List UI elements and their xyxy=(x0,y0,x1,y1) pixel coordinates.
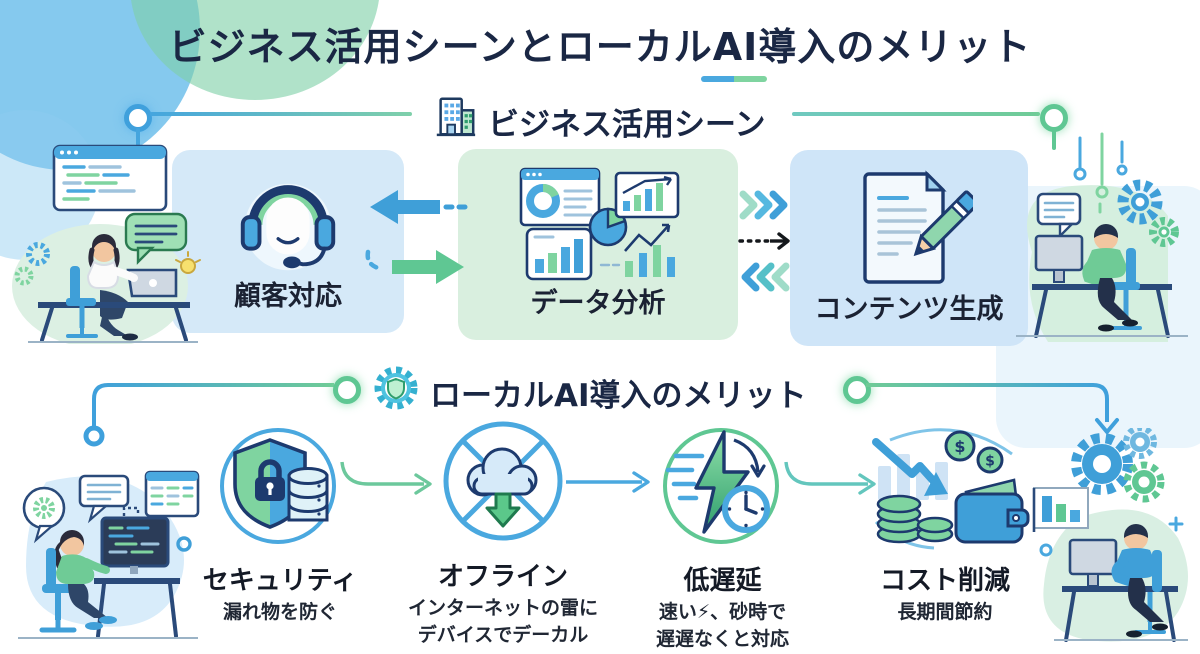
connector-stub-left xyxy=(136,128,140,150)
business-box-label: 顧客対応 xyxy=(234,281,342,312)
business-box-label: コンテンツ生成 xyxy=(814,294,1004,325)
merit-description: 漏れ物を防ぐ xyxy=(222,601,337,623)
svg-text:$: $ xyxy=(954,437,965,456)
merit-description-line2: デバイスでデーカル xyxy=(417,623,589,646)
merit-label: コスト削減 xyxy=(879,566,1010,596)
merit-description-line2: 遅遅なくと対応 xyxy=(655,627,789,650)
business-box-customer-support: 顧客対応 xyxy=(172,150,404,333)
merit-arrow-3 xyxy=(784,461,876,495)
illustration-person-bottom-right xyxy=(1032,428,1188,642)
merit-description: 長期間節約 xyxy=(897,601,993,623)
merit-description: インターネットの雷に デバイスでデーカル xyxy=(398,595,608,648)
merit-item-offline: オフライン インターネットの雷に デバイスでデーカル xyxy=(398,420,608,648)
merit-label: 低遅延 xyxy=(683,566,762,596)
connector-stub-right xyxy=(1052,128,1056,150)
arrow-right-green xyxy=(365,249,464,284)
page-title: ビジネス活用シーンとローカルAI導入のメリット xyxy=(168,25,1032,69)
business-box-data-analysis: データ分析 xyxy=(458,149,738,340)
merit-item-low-latency: 低遅延 速い⚡、砂時で 遅遅なくと対応 xyxy=(630,424,815,652)
merit-label: オフライン xyxy=(437,562,568,592)
merit-node-right xyxy=(843,376,871,404)
merit-arrow-1 xyxy=(340,461,432,495)
merits-section-title: ローカルAI導入のメリット xyxy=(430,377,807,414)
headset-support-icon xyxy=(229,166,347,288)
merit-description: 速い⚡、砂時で 遅遅なくと対応 xyxy=(630,599,815,652)
no-cloud-offline-icon xyxy=(398,420,608,550)
merit-connector-right xyxy=(866,383,1119,434)
connector-node-left xyxy=(124,104,152,132)
illustration-person-bottom-left xyxy=(18,470,200,639)
merits-section-header: ローカルAI導入のメリット xyxy=(372,364,807,420)
office-building-icon xyxy=(432,94,478,148)
merit-description-line1: 速い⚡、砂時で xyxy=(658,601,787,623)
merit-item-cost-reduction: $ $ コスト削減 長期間節約 xyxy=(855,424,1035,626)
data-flow-arrows xyxy=(738,190,790,292)
merit-label: セキュリティ xyxy=(202,566,358,596)
shield-lock-database-icon xyxy=(192,424,368,554)
gear-shield-icon xyxy=(372,364,420,420)
merit-arrow-2 xyxy=(566,471,650,493)
coins-wallet-savings-icon: $ $ xyxy=(855,424,1035,554)
connector-line-right xyxy=(792,112,1040,116)
arrow-left-blue xyxy=(370,190,472,224)
title-underline xyxy=(701,76,767,82)
connector-line-left xyxy=(150,112,412,116)
illustration-person-top-right xyxy=(1016,132,1188,342)
business-box-content-generation: コンテンツ生成 xyxy=(790,150,1028,346)
business-section-header: ビジネス活用シーン xyxy=(432,94,765,148)
merit-description-line1: インターネットの雷に xyxy=(407,597,598,619)
svg-text:$: $ xyxy=(985,454,995,470)
merit-node-left xyxy=(333,376,361,404)
lightning-clock-icon xyxy=(630,424,815,554)
analytics-dashboard-icon xyxy=(513,165,683,291)
document-pencil-icon xyxy=(845,166,980,294)
business-box-label: データ分析 xyxy=(530,288,666,319)
merit-connector-left xyxy=(83,383,334,447)
business-section-title: ビジネス活用シーン xyxy=(488,106,766,143)
illustration-person-top-left xyxy=(12,144,201,344)
merit-item-security: セキュリティ 漏れ物を防ぐ xyxy=(192,424,368,626)
